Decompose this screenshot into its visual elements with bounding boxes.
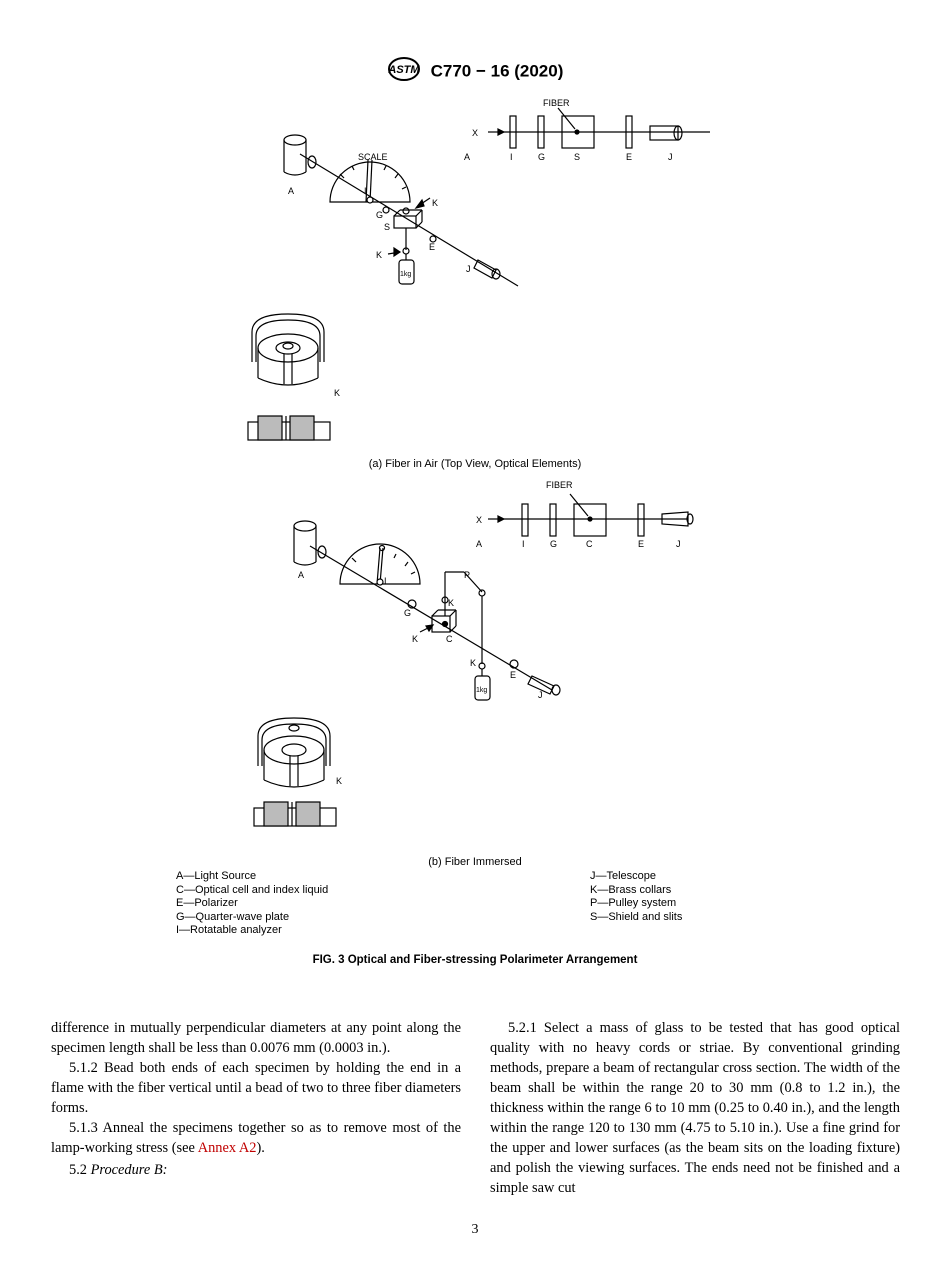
svg-text:C: C (446, 634, 453, 644)
svg-text:K: K (432, 198, 438, 208)
paragraph: difference in mutually perpendicular dia… (51, 1020, 461, 1056)
legend-item: J—Telescope (590, 870, 657, 882)
svg-text:A: A (476, 539, 482, 549)
svg-text:X: X (472, 128, 478, 138)
legend-item: E—Polarizer (176, 897, 238, 909)
svg-text:I: I (364, 186, 367, 196)
svg-text:J: J (538, 690, 543, 700)
svg-text:E: E (429, 242, 435, 252)
svg-text:X: X (476, 515, 482, 525)
svg-text:J: J (676, 539, 681, 549)
paragraph: 5.2.1 Select a mass of glass to be teste… (490, 1020, 900, 1196)
legend-item: P—Pulley system (590, 897, 677, 909)
svg-text:E: E (510, 670, 516, 680)
svg-text:1kg: 1kg (476, 687, 487, 694)
svg-text:K: K (336, 776, 342, 786)
figure-a-diagram: FIBER X A I G S E J SCALE A I G S K K E … (247, 98, 710, 441)
svg-text:I: I (384, 576, 387, 586)
legend-item: G—Quarter-wave plate (176, 910, 290, 923)
svg-text:J: J (466, 264, 471, 274)
svg-text:G: G (538, 152, 545, 162)
svg-text:SCALE: SCALE (358, 152, 388, 162)
legend-item: A—Light Source (176, 870, 257, 882)
paragraph: 5.1.3 Anneal the specimens together so a… (51, 1118, 461, 1158)
left-column: difference in mutually perpendicular dia… (51, 1018, 461, 1180)
legend-item: C—Optical cell and index liquid (176, 883, 329, 896)
legend-item: I—Rotatable analyzer (176, 924, 282, 936)
figure-title: FIG. 3 Optical and Fiber-stressing Polar… (312, 954, 638, 966)
legend-item: K—Brass collars (590, 883, 672, 896)
svg-text:K: K (412, 634, 418, 644)
section-heading: Procedure B: (90, 1162, 168, 1178)
annex-a2-link[interactable]: Annex A2 (197, 1140, 257, 1156)
paragraph: 5.2 Procedure B: (51, 1160, 461, 1180)
svg-text:S: S (384, 222, 390, 232)
svg-text:P: P (464, 570, 470, 580)
svg-text:A: A (288, 186, 294, 196)
svg-text:K: K (334, 388, 340, 398)
svg-text:K: K (470, 658, 476, 668)
figure-b-diagram: FIBER X A I G C E J A I G P K K K C E J … (253, 480, 694, 827)
svg-text:I: I (522, 539, 525, 549)
paragraph: 5.1.2 Bead both ends of each specimen by… (51, 1060, 461, 1116)
svg-text:G: G (550, 539, 557, 549)
svg-text:J: J (668, 152, 673, 162)
svg-text:K: K (448, 598, 454, 608)
paragraph-text: 5.1.3 Anneal the specimens together so a… (51, 1120, 461, 1156)
svg-text:E: E (638, 539, 644, 549)
svg-text:K: K (376, 250, 382, 260)
svg-text:A: A (464, 152, 470, 162)
svg-text:G: G (376, 210, 383, 220)
svg-text:1kg: 1kg (400, 271, 411, 278)
section-number: 5.2 (69, 1162, 91, 1178)
page-header: ASTM C770 − 16 (2020) (0, 56, 950, 87)
legend-right: J—Telescope K—Brass collars P—Pulley sys… (590, 870, 682, 924)
page-number: 3 (471, 1222, 479, 1237)
figure-a-caption: (a) Fiber in Air (Top View, Optical Elem… (368, 458, 582, 470)
svg-text:C: C (586, 539, 593, 549)
svg-text:G: G (404, 608, 411, 618)
legend-item: S—Shield and slits (590, 910, 683, 923)
svg-text:I: I (510, 152, 513, 162)
svg-text:FIBER: FIBER (546, 480, 573, 490)
paragraph-text: ). (256, 1140, 265, 1156)
right-column: 5.2.1 Select a mass of glass to be teste… (490, 1018, 900, 1198)
document-designation: C770 − 16 (2020) (430, 61, 564, 81)
svg-text:A: A (298, 570, 304, 580)
astm-logo: ASTM (387, 56, 421, 87)
svg-text:S: S (574, 152, 580, 162)
legend-left: A—Light Source C—Optical cell and index … (176, 870, 328, 938)
figure-b-caption: (b) Fiber Immersed (428, 856, 522, 868)
svg-text:E: E (626, 152, 632, 162)
svg-text:FIBER: FIBER (543, 98, 570, 108)
svg-text:ASTM: ASTM (387, 64, 420, 76)
